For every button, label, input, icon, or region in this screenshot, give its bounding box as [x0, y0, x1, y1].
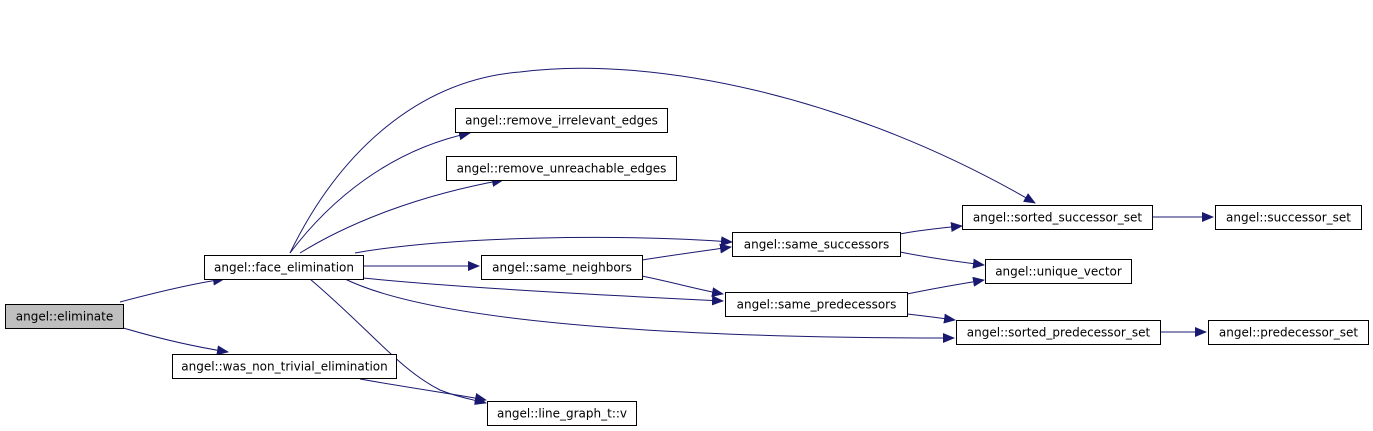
edge-same-predecessors-to-sorted-predecessor-set: [906, 313, 956, 324]
node-remove-unreachable-edges[interactable]: angel::remove_unreachable_edges: [446, 156, 677, 181]
edge-face-elimination-to-remove-irrelevant-edges: [289, 130, 471, 254]
node-eliminate[interactable]: angel::eliminate: [5, 304, 124, 329]
node-label: angel::was_non_trivial_elimination: [181, 360, 387, 374]
node-box: [956, 320, 1161, 345]
node-label: angel::face_elimination: [214, 261, 354, 275]
node-box: [985, 259, 1132, 284]
edge-path: [344, 278, 955, 343]
node-box: [172, 354, 397, 379]
edge-face-elimination-to-same-predecessors: [362, 277, 724, 306]
edge-path: [899, 222, 963, 235]
edge-path: [362, 277, 724, 306]
node-label: angel::sorted_predecessor_set: [967, 326, 1151, 340]
edge-path: [309, 278, 487, 405]
node-face-elimination[interactable]: angel::face_elimination: [204, 255, 364, 280]
edge-eliminate-to-face-elimination: [119, 275, 225, 303]
edge-path: [289, 67, 1036, 254]
node-label: angel::same_predecessors: [737, 298, 897, 312]
node-label: angel::sorted_successor_set: [973, 211, 1142, 225]
node-label: angel::remove_irrelevant_edges: [465, 114, 658, 128]
edge-same-successors-to-unique-vector: [899, 251, 985, 269]
edge-same-neighbors-to-same-predecessors: [641, 275, 724, 298]
node-line-graph-v[interactable]: angel::line_graph_t::v: [487, 401, 637, 426]
edge-face-elimination-to-sorted-successor-set: [289, 67, 1036, 254]
node-label: angel::unique_vector: [995, 265, 1122, 279]
node-label: angel::successor_set: [1226, 211, 1351, 225]
node-label: angel::line_graph_t::v: [497, 407, 627, 421]
node-same-neighbors[interactable]: angel::same_neighbors: [481, 255, 643, 280]
edge-face-elimination-to-line-graph-v: [309, 278, 487, 405]
edge-path: [641, 243, 732, 261]
edge-path: [906, 276, 985, 295]
nodes-layer: angel::eliminateangel::face_eliminationa…: [5, 108, 1369, 426]
node-box: [1208, 320, 1369, 345]
edge-path: [354, 236, 733, 254]
node-label: angel::eliminate: [16, 310, 114, 324]
node-same-successors[interactable]: angel::same_successors: [732, 232, 901, 257]
edge-path: [899, 251, 985, 269]
node-label: angel::predecessor_set: [1219, 326, 1358, 340]
edge-face-elimination-to-sorted-predecessor-set: [344, 278, 955, 343]
edge-face-elimination-to-remove-unreachable-edges: [299, 177, 504, 254]
node-box: [732, 232, 901, 257]
edge-path: [906, 313, 956, 324]
node-sorted-predecessor-set[interactable]: angel::sorted_predecessor_set: [956, 320, 1161, 345]
node-remove-irrelevant-edges[interactable]: angel::remove_irrelevant_edges: [455, 108, 668, 133]
node-was-non-trivial-elimination[interactable]: angel::was_non_trivial_elimination: [172, 354, 397, 379]
edge-path: [289, 130, 471, 254]
node-successor-set[interactable]: angel::successor_set: [1215, 205, 1362, 230]
node-box: [481, 255, 643, 280]
node-box: [446, 156, 677, 181]
node-box: [204, 255, 364, 280]
node-predecessor-set[interactable]: angel::predecessor_set: [1208, 320, 1369, 345]
edge-same-predecessors-to-unique-vector: [906, 276, 985, 295]
node-box: [487, 401, 637, 426]
edge-path: [299, 177, 504, 254]
edge-path: [119, 275, 225, 303]
edge-same-successors-to-sorted-successor-set: [899, 222, 963, 235]
edges-layer: [119, 67, 1214, 405]
node-label: angel::same_neighbors: [492, 261, 632, 275]
edge-path: [119, 326, 229, 356]
node-box: [455, 108, 668, 133]
node-label: angel::remove_unreachable_edges: [457, 162, 667, 176]
node-unique-vector[interactable]: angel::unique_vector: [985, 259, 1132, 284]
edge-path: [359, 378, 487, 403]
edge-face-elimination-to-same-successors: [354, 236, 733, 254]
edge-eliminate-to-was-non-trivial-elimination: [119, 326, 229, 356]
node-same-predecessors[interactable]: angel::same_predecessors: [725, 292, 908, 317]
edge-was-non-trivial-elimination-to-line-graph-v: [359, 378, 487, 403]
node-sorted-successor-set[interactable]: angel::sorted_successor_set: [962, 205, 1153, 230]
edge-same-neighbors-to-same-successors: [641, 243, 732, 261]
node-box: [5, 304, 124, 329]
node-box: [725, 292, 908, 317]
node-box: [1215, 205, 1362, 230]
node-label: angel::same_successors: [744, 238, 890, 252]
edge-path: [641, 275, 724, 298]
node-box: [962, 205, 1153, 230]
